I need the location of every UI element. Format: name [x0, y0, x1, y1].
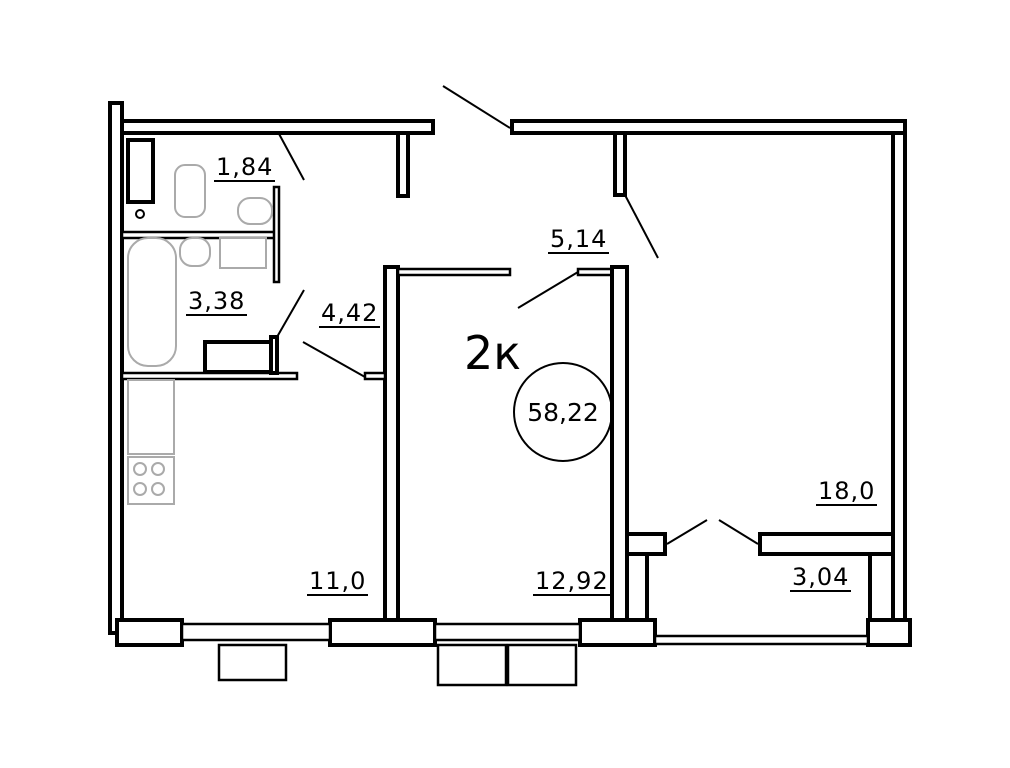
area-bedroom: 12,92 [533, 567, 611, 596]
area-corridor: 5,14 [548, 225, 610, 254]
bathtub-icon [127, 237, 177, 367]
riser-icon [135, 209, 145, 219]
washing-machine [203, 340, 273, 374]
area-toilet: 1,84 [214, 153, 276, 182]
toilet-icon [174, 164, 206, 218]
wall-wc-right [272, 185, 281, 284]
wall-left [108, 101, 124, 635]
wall-top-left [120, 119, 435, 135]
area-living-room: 18,0 [816, 477, 878, 506]
wall-bedroom-living [610, 265, 629, 622]
kitchen-sink-icon [127, 379, 175, 455]
area-kitchen: 11,0 [307, 567, 369, 596]
wall-stub-top [396, 131, 410, 198]
window-kitchen [180, 622, 332, 642]
wall-kitchen-bedroom [383, 265, 400, 622]
water-heater-icon [219, 237, 267, 269]
wall-bedroom-top [396, 267, 512, 277]
area-bathroom: 3,38 [186, 287, 248, 316]
radiator [217, 643, 288, 682]
apartment-type: 2к [464, 326, 522, 380]
entry-door-swing [442, 85, 511, 129]
window-bedroom [433, 622, 582, 642]
shaft [126, 138, 155, 204]
wall-stub-living [613, 131, 627, 197]
sink-icon [179, 237, 211, 267]
total-area: 58,22 [527, 397, 599, 427]
total-area-badge: 58,22 [513, 362, 613, 462]
window-loggia [653, 634, 870, 646]
area-hallway: 4,42 [319, 299, 381, 328]
stove-icon [127, 456, 175, 505]
wall-top-right [510, 119, 907, 135]
area-loggia: 3,04 [790, 563, 852, 592]
sink-icon [237, 197, 273, 225]
